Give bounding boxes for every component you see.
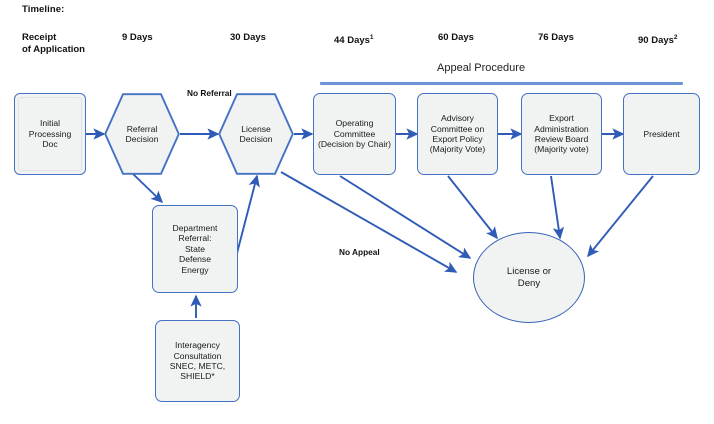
appeal-procedure-bar [320, 82, 683, 85]
timeline-tick-receipt-line1: Receipt [22, 32, 57, 43]
timeline-tick-76-days-line1: 76 Days [538, 32, 574, 43]
edge-earb-to-deny [550, 175, 565, 240]
appeal-procedure-label: Appeal Procedure [437, 62, 526, 74]
timeline-tick-9-days: 9 Days [122, 32, 153, 44]
timeline-tick-9-days-line1: 9 Days [122, 32, 153, 43]
node-president-label: President [643, 128, 680, 139]
timeline-tick-44-days-line1: 44 Days1 [334, 32, 374, 47]
timeline-tick-44-days-text: 44 Days [334, 35, 370, 47]
timeline-tick-44-days: 44 Days1 [334, 32, 374, 47]
edge-referral-to-department [130, 171, 164, 204]
timeline-tick-90-days: 90 Days2 [638, 32, 678, 47]
timeline-tick-30-days-line1: 30 Days [230, 32, 266, 43]
edge-operating-to-deny [339, 175, 472, 259]
license-decision-hexagon-shape [218, 93, 294, 175]
edge-license-to-deny-no-appeal [280, 171, 458, 273]
edge-president-to-deny [587, 175, 654, 258]
timeline-tick-receipt: Receipt of Application [22, 32, 85, 56]
timeline-tick-44-days-footnote: 1 [369, 34, 374, 41]
timeline-tick-90-days-text: 90 Days [638, 35, 674, 47]
edge-label-no-referral: No Referral [187, 88, 232, 98]
timeline-tick-30-days: 30 Days [230, 32, 266, 44]
referral-decision-hexagon-shape [104, 93, 180, 175]
edge-label-no-appeal: No Appeal [339, 247, 380, 257]
timeline-tick-90-days-footnote: 2 [673, 34, 678, 41]
edge-advisory-to-deny [447, 175, 498, 240]
timeline-tick-60-days-line1: 60 Days [438, 32, 474, 43]
timeline-tick-60-days: 60 Days [438, 32, 474, 44]
timeline-tick-76-days: 76 Days [538, 32, 574, 44]
initial-processing-doc-inner-border [18, 97, 82, 171]
timeline-tick-90-days-line1: 90 Days2 [638, 32, 678, 47]
timeline-label: Timeline: [22, 4, 65, 15]
node-president[interactable]: President [623, 93, 700, 175]
timeline-tick-receipt-line2: of Application [22, 44, 85, 55]
